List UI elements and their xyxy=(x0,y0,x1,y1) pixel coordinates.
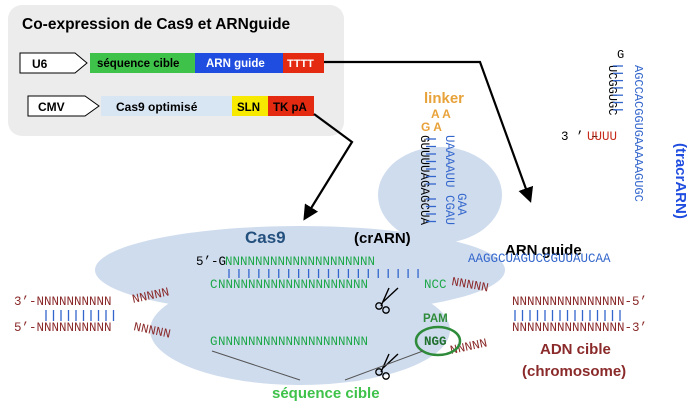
arrow-to-arn-guide xyxy=(324,60,534,203)
sequence-cible-label: séquence cible xyxy=(272,385,380,402)
pam-circle xyxy=(414,325,462,357)
sequence-cible-pointer-left xyxy=(211,350,301,381)
segment-tk-pa xyxy=(268,96,314,116)
tracr-vertical: AGCCACGGUGAAAAAGUGC xyxy=(631,65,645,202)
right-flank-bottom-wavy: NNNNN xyxy=(449,336,489,357)
linker-top: A A xyxy=(431,107,451,121)
cas9-blob-main xyxy=(150,275,450,385)
right-flank-top: NNNNNNNNNNNNNNN-5’ xyxy=(512,295,647,309)
segment-sequence-cible-label: séquence cible xyxy=(97,58,179,70)
left-flank-top: 3’-NNNNNNNNNN xyxy=(14,295,112,309)
arn-guide-label: ARN guide xyxy=(505,242,582,259)
anti-repeat-vertical: UAAAAUU CGAU xyxy=(442,135,456,225)
segment-tk-pa-label: TK pA xyxy=(273,102,307,114)
scissors-top-icon xyxy=(375,287,399,314)
target-c: C xyxy=(210,278,218,292)
sequence-cible-pointer-right xyxy=(344,350,424,381)
target-strand: NNNNNNNNNNNNNNNNNNNN xyxy=(218,278,368,292)
guide-spacer: NNNNNNNNNNNNNNNNNNNN xyxy=(225,255,375,269)
segment-sln xyxy=(232,96,268,116)
adn-cible-label: ADN cible xyxy=(540,341,611,358)
segment-cas9-optimise-label: Cas9 optimisé xyxy=(116,100,198,114)
left-flank-bottom: 5’-NNNNNNNNNN xyxy=(14,321,112,335)
cas9-label: Cas9 xyxy=(245,228,286,247)
linker-mid: G A xyxy=(421,120,442,134)
chromosome-label: (chromosome) xyxy=(522,363,626,380)
target-ncc: NCC xyxy=(424,278,447,292)
nontarget-strand: NNNNNNNNNNNNNNNNNNNN xyxy=(218,335,368,349)
hairpin-pairing-bars xyxy=(613,65,623,111)
segment-cas9-optimise xyxy=(101,96,232,116)
crrna-repeat-vertical: GUUUUAGAGCUA xyxy=(417,135,431,226)
segment-tttt xyxy=(283,53,324,73)
right-flank-pairing xyxy=(514,310,621,321)
tracr-3prime-prefix: 3 ’ – xyxy=(561,130,599,144)
cas9-blob-upper xyxy=(378,147,502,243)
tracr-horizontal: AAGGCUAGUCCGUUAUCAA xyxy=(468,252,611,266)
segment-arn-guide-label: ARN guide xyxy=(206,58,265,70)
arrow-to-cas9 xyxy=(303,113,354,221)
segment-tttt-label: TTTT xyxy=(287,58,314,70)
scissors-bottom-icon xyxy=(375,353,399,380)
repeat-pairing-bars xyxy=(426,138,436,223)
promoter-u6: U6 xyxy=(19,52,88,74)
promoter-cmv: CMV xyxy=(27,95,100,117)
construct-title: Co-expression de Cas9 et ARNguide xyxy=(22,16,291,33)
nontarget-g: G xyxy=(210,335,218,349)
hairpin-left: UCGGUGC xyxy=(605,65,619,115)
pam-ngg: NGG xyxy=(424,335,447,349)
segment-sln-label: SLN xyxy=(237,102,260,114)
pam-label: PAM xyxy=(423,313,448,325)
right-flank-top-wavy: NNNNN xyxy=(450,275,489,295)
tracr-3prime-uuuu: UUUU xyxy=(587,130,617,144)
segment-arn-guide xyxy=(195,53,283,73)
anti-repeat-tail: GAA xyxy=(454,193,468,216)
left-flank-pairing xyxy=(45,310,115,321)
right-flank-bottom: NNNNNNNNNNNNNNN-3’ xyxy=(512,321,647,335)
tracrarn-label: (tracrARN) xyxy=(672,143,689,219)
linker-label: linker xyxy=(424,90,464,107)
crarn-label: (crARN) xyxy=(354,230,411,247)
svg-text:CMV: CMV xyxy=(38,100,65,114)
hairpin-top: G xyxy=(617,48,624,62)
guide-target-pairing xyxy=(228,269,419,278)
svg-text:U6: U6 xyxy=(32,57,48,71)
segment-sequence-cible xyxy=(90,53,195,73)
guide-5prime: 5’-G xyxy=(196,255,226,269)
